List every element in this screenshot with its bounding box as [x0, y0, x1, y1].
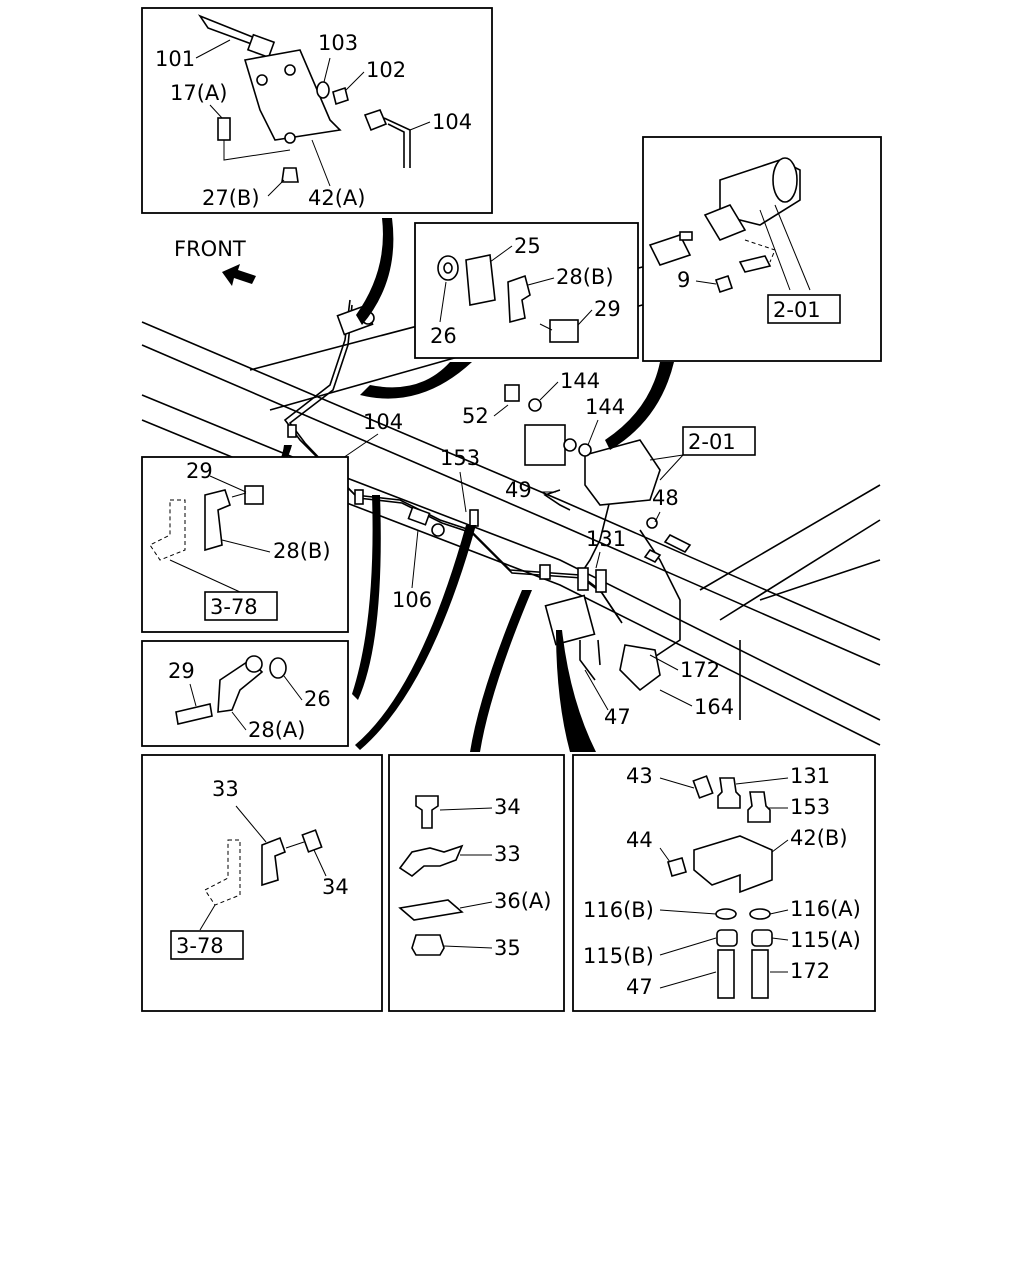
- label-27b: 27(B): [202, 186, 260, 210]
- label-116b: 116(B): [583, 898, 654, 922]
- label-153b: 153: [790, 795, 830, 819]
- label-103: 103: [318, 31, 358, 55]
- detail-box-5: 29 26 28(A): [141, 640, 349, 747]
- detail-box-6: 33 34 3-78: [141, 754, 383, 1012]
- label-29-left: 29: [186, 459, 213, 483]
- detail-box-7: 34 33 36(A) 35: [388, 754, 565, 1012]
- ref-3-78-bottom: 3-78: [176, 934, 224, 958]
- label-153a: 153: [440, 446, 480, 470]
- label-131a: 131: [586, 527, 626, 551]
- label-144b: 144: [585, 395, 625, 419]
- label-164: 164: [694, 695, 734, 719]
- label-43: 43: [626, 764, 653, 788]
- ref-box-3-78-bottom[interactable]: [170, 930, 244, 960]
- label-36a: 36(A): [494, 889, 551, 913]
- label-102: 102: [366, 58, 406, 82]
- label-48: 48: [652, 486, 679, 510]
- detail-box-2: 25 28(B) 29 26: [414, 222, 639, 359]
- label-101: 101: [155, 47, 195, 71]
- detail-box-1: 101 103 102 17(A) 104 27(B) 42(A): [141, 7, 493, 214]
- ref-box-2-01-detail[interactable]: [767, 294, 841, 324]
- detail-box-3: 9 2-01: [642, 136, 882, 362]
- ref-box-2-01-main[interactable]: [682, 426, 756, 456]
- label-47b: 47: [626, 975, 653, 999]
- label-26-mid: 26: [304, 687, 331, 711]
- ref-3-78-left: 3-78: [210, 595, 258, 619]
- label-42b: 42(B): [790, 826, 848, 850]
- label-144a: 144: [560, 369, 600, 393]
- label-34b: 34: [494, 795, 521, 819]
- label-26-top: 26: [430, 324, 457, 348]
- label-172a: 172: [680, 658, 720, 682]
- detail-box-8: 43 131 153 44 42(B) 116(B) 116(A) 115(B)…: [572, 754, 876, 1012]
- front-indicator: FRONT: [174, 237, 256, 286]
- label-115b: 115(B): [583, 944, 654, 968]
- front-label: FRONT: [174, 237, 246, 261]
- label-35: 35: [494, 936, 521, 960]
- label-28b-top: 28(B): [556, 265, 614, 289]
- label-29-top: 29: [594, 297, 621, 321]
- label-9: 9: [677, 268, 690, 292]
- detail-box-4: 29 28(B) 3-78: [141, 456, 349, 633]
- label-28a: 28(A): [248, 718, 305, 742]
- main-labels: 144 52 144 104 153 49 48 131 106 172 164…: [339, 369, 756, 729]
- ref-2-01-detail: 2-01: [773, 298, 821, 322]
- label-172b: 172: [790, 959, 830, 983]
- label-25: 25: [514, 234, 541, 258]
- label-106: 106: [392, 588, 432, 612]
- label-29-mid: 29: [168, 659, 195, 683]
- label-47a: 47: [604, 705, 631, 729]
- label-115a: 115(A): [790, 928, 861, 952]
- label-17a: 17(A): [170, 81, 227, 105]
- label-33a: 33: [212, 777, 239, 801]
- label-33b: 33: [494, 842, 521, 866]
- front-arrow-icon: [222, 264, 256, 286]
- label-104a: 104: [432, 110, 472, 134]
- label-44: 44: [626, 828, 653, 852]
- ref-box-3-78-left[interactable]: [204, 591, 278, 621]
- label-52: 52: [462, 404, 489, 428]
- label-28b-left: 28(B): [273, 539, 331, 563]
- label-42a: 42(A): [308, 186, 365, 210]
- label-131b: 131: [790, 764, 830, 788]
- label-104b: 104: [363, 410, 403, 434]
- label-116a: 116(A): [790, 897, 861, 921]
- main-assembly-parts: [287, 304, 692, 692]
- label-49: 49: [505, 478, 532, 502]
- ref-2-01-main: 2-01: [688, 430, 736, 454]
- label-34a: 34: [322, 875, 349, 899]
